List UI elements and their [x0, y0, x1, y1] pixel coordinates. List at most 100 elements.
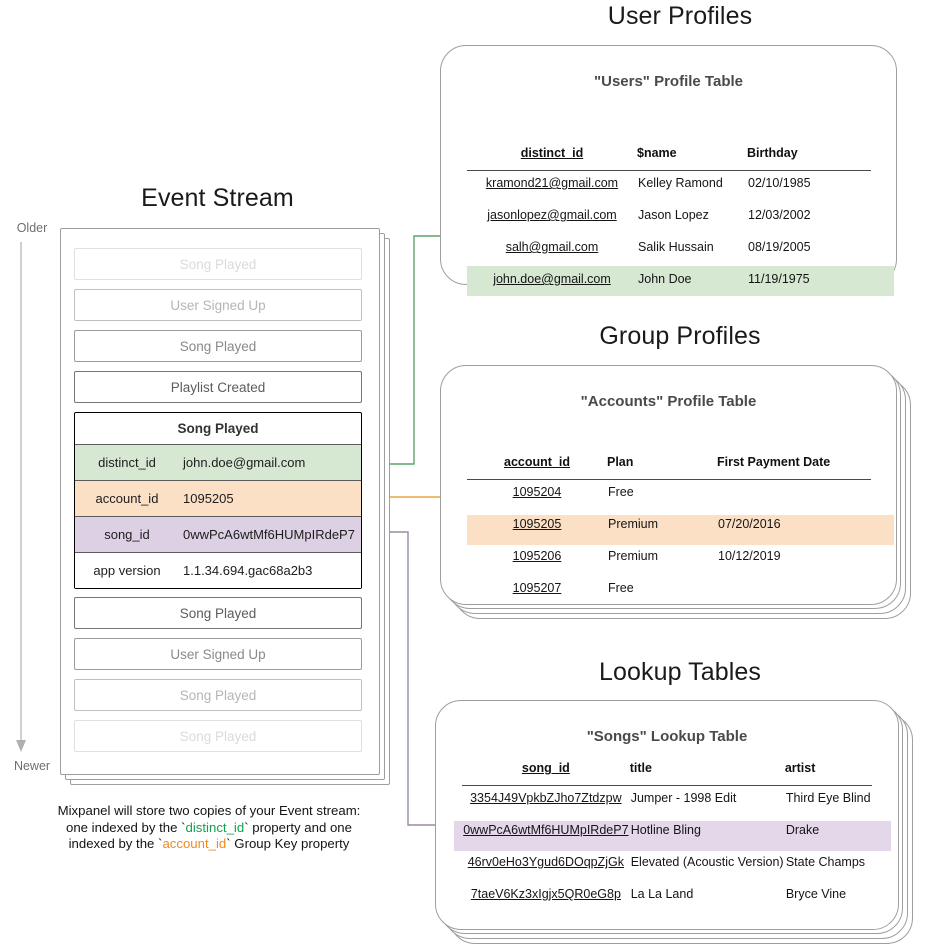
- event-property-key: account_id: [95, 491, 159, 506]
- table-cell: 1095206: [512, 549, 562, 563]
- users-table-title: "Users" Profile Table: [594, 73, 743, 90]
- table-cell: Bryce Vine: [785, 887, 847, 901]
- table-row[interactable]: 7taeV6Kz3xIgjx5QR0eG8p La La Land Bryce Vi…: [462, 878, 872, 910]
- event-card-label: User Signed Up: [170, 297, 266, 313]
- event-stream-title: Event Stream: [141, 184, 294, 212]
- table-cell: [717, 572, 871, 604]
- caption-line-2: one indexed by the `distinct_id` propert…: [24, 820, 394, 837]
- table-cell: Drake: [785, 823, 820, 837]
- caption-line2-pre: one indexed by the `: [66, 819, 186, 835]
- table-row[interactable]: 1095206 Premium 10/12/2019: [467, 540, 871, 572]
- column-header: First Payment Date: [717, 455, 831, 469]
- caption-line-3: indexed by the `account_id` Group Key pr…: [24, 836, 394, 853]
- table-cell: Free: [608, 485, 634, 499]
- event-property-value: john.doe@gmail.com: [183, 455, 306, 470]
- column-header: $name: [637, 146, 677, 160]
- column-header: artist: [784, 761, 816, 775]
- event-card-label: Song Played: [179, 256, 257, 272]
- table-cell: Jason Lopez: [638, 208, 709, 222]
- caption-token-account-id: account_id: [162, 836, 227, 851]
- users-profile-card[interactable]: "Users" Profile Table distinct_id $name Bi…: [440, 45, 897, 296]
- table-cell: 1095207: [512, 581, 562, 595]
- event-property-value: 0wwPcA6wtMf6HUMpIRdeP7: [183, 527, 355, 542]
- table-cell: John Doe: [638, 272, 692, 286]
- column-header: Birthday: [747, 146, 798, 160]
- event-card[interactable]: Song Played: [74, 330, 362, 362]
- column-header: song_id: [521, 761, 570, 775]
- event-card[interactable]: Song Played: [74, 248, 362, 280]
- event-property-key: app version: [93, 563, 161, 578]
- caption-line3-post: ` Group Key property: [226, 836, 350, 851]
- accounts-header-rule: [467, 479, 871, 480]
- event-property-value: 1095205: [183, 491, 234, 506]
- users-table: distinct_id $name Birthday kramond21@gmail.…: [467, 146, 871, 295]
- table-cell: 0wwPcA6wtMf6HUMpIRdeP7: [463, 823, 629, 837]
- event-card-label: Song Played: [179, 605, 257, 621]
- table-cell: 7taeV6Kz3xIgjx5QR0eG8p: [470, 887, 621, 901]
- event-property-key: distinct_id: [98, 455, 156, 470]
- table-cell: La La Land: [630, 887, 694, 901]
- lookup-tables-title: Lookup Tables: [598, 658, 762, 686]
- table-row[interactable]: salh@gmail.com Salik Hussain 08/19/2005: [467, 231, 871, 263]
- songs-table-title: "Songs" Lookup Table: [586, 728, 748, 745]
- event-property-row: distinct_id john.doe@gmail.com: [75, 444, 361, 480]
- event-card[interactable]: Song Played: [74, 720, 362, 752]
- table-cell: jasonlopez@gmail.com: [487, 208, 617, 222]
- table-cell: [717, 476, 871, 508]
- table-cell: 07/20/2016: [718, 517, 781, 531]
- table-cell: 10/12/2019: [718, 549, 781, 563]
- diagram-caption: Mixpanel will store two copies of your E…: [24, 803, 394, 853]
- event-card-label: Song Played: [179, 728, 257, 744]
- event-card-label: Song Played: [179, 338, 257, 354]
- users-highlight-band: [467, 266, 894, 296]
- table-cell: salh@gmail.com: [505, 240, 599, 254]
- event-card[interactable]: Song Played: [74, 597, 362, 629]
- table-cell: Elevated (Acoustic Version): [630, 855, 784, 869]
- table-cell: kramond21@gmail.com: [485, 176, 619, 190]
- table-cell: 02/10/1985: [748, 176, 811, 190]
- table-row[interactable]: 1095207 Free: [467, 572, 871, 604]
- event-card[interactable]: Playlist Created: [74, 371, 362, 403]
- column-header: Plan: [607, 455, 634, 469]
- table-cell: 46rv0eHo3Ygud6DOqpZjGk: [467, 855, 625, 869]
- event-card[interactable]: User Signed Up: [74, 638, 362, 670]
- table-cell: Free: [608, 581, 634, 595]
- event-card[interactable]: User Signed Up: [74, 289, 362, 321]
- accounts-highlight-band: [467, 515, 894, 545]
- table-row[interactable]: 46rv0eHo3Ygud6DOqpZjGk Elevated (Acoustic…: [462, 846, 872, 878]
- table-cell: 11/19/1975: [748, 272, 810, 286]
- accounts-table-title: "Accounts" Profile Table: [580, 393, 757, 410]
- timeline-label-newer: Newer: [13, 759, 51, 773]
- table-cell: Hotline Bling: [630, 823, 701, 837]
- table-cell: 1095205: [512, 517, 562, 531]
- table-cell: Premium: [608, 517, 659, 531]
- table-cell: Premium: [608, 549, 659, 563]
- table-cell: Salik Hussain: [638, 240, 714, 254]
- table-cell: State Champs: [785, 855, 866, 869]
- event-card-label: Playlist Created: [170, 379, 266, 395]
- column-header: account_id: [504, 455, 570, 469]
- event-card-label: User Signed Up: [170, 646, 266, 662]
- timeline-arrowhead: [16, 740, 26, 752]
- table-row[interactable]: 1095205 Premium 07/20/2016: [467, 508, 871, 540]
- table-cell: 08/19/2005: [748, 240, 811, 254]
- table-cell: Jumper - 1998 Edit: [630, 791, 737, 805]
- event-card-label: Song Played: [179, 687, 257, 703]
- songs-highlight-band: [454, 821, 891, 851]
- users-header-rule: [467, 170, 871, 171]
- column-header: distinct_id: [520, 146, 584, 160]
- event-card[interactable]: Song Played: [74, 679, 362, 711]
- event-property-row: account_id 1095205: [75, 480, 361, 516]
